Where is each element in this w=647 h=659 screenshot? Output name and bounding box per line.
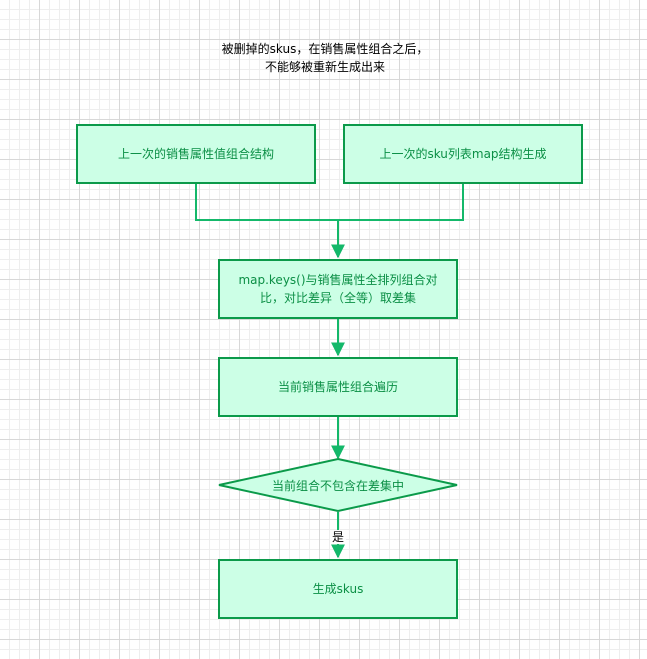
- node-prev-combo[interactable]: 上一次的销售属性值组合结构: [76, 124, 316, 184]
- node-iterate[interactable]: 当前销售属性组合遍历: [218, 357, 458, 417]
- edge-prev-sku-down: [338, 184, 464, 221]
- title-line-2: 不能够被重新生成出来: [264, 60, 385, 74]
- decision-label: 当前组合不包含在差集中: [271, 478, 404, 493]
- node-iterate-label: 当前销售属性组合遍历: [277, 380, 398, 394]
- title-line-1: 被删掉的skus，在销售属性组合之后，: [221, 42, 429, 56]
- diagram-title: 被删掉的skus，在销售属性组合之后， 不能够被重新生成出来: [150, 40, 500, 76]
- edge-yes-label: 是: [330, 530, 347, 544]
- decision-diamond: [218, 457, 458, 513]
- node-diff[interactable]: map.keys()与销售属性全排列组合对比，对比差异（全等）取差集: [218, 259, 458, 319]
- node-generate[interactable]: 生成skus: [218, 559, 458, 619]
- node-prev-combo-label: 上一次的销售属性值组合结构: [117, 147, 274, 161]
- node-generate-label: 生成skus: [312, 582, 364, 596]
- node-prev-sku-map-label: 上一次的sku列表map结构生成: [379, 147, 547, 161]
- node-prev-sku-map[interactable]: 上一次的sku列表map结构生成: [343, 124, 583, 184]
- node-diff-label: map.keys()与销售属性全排列组合对比，对比差异（全等）取差集: [238, 273, 438, 305]
- edge-prev-combo-down: [195, 184, 338, 221]
